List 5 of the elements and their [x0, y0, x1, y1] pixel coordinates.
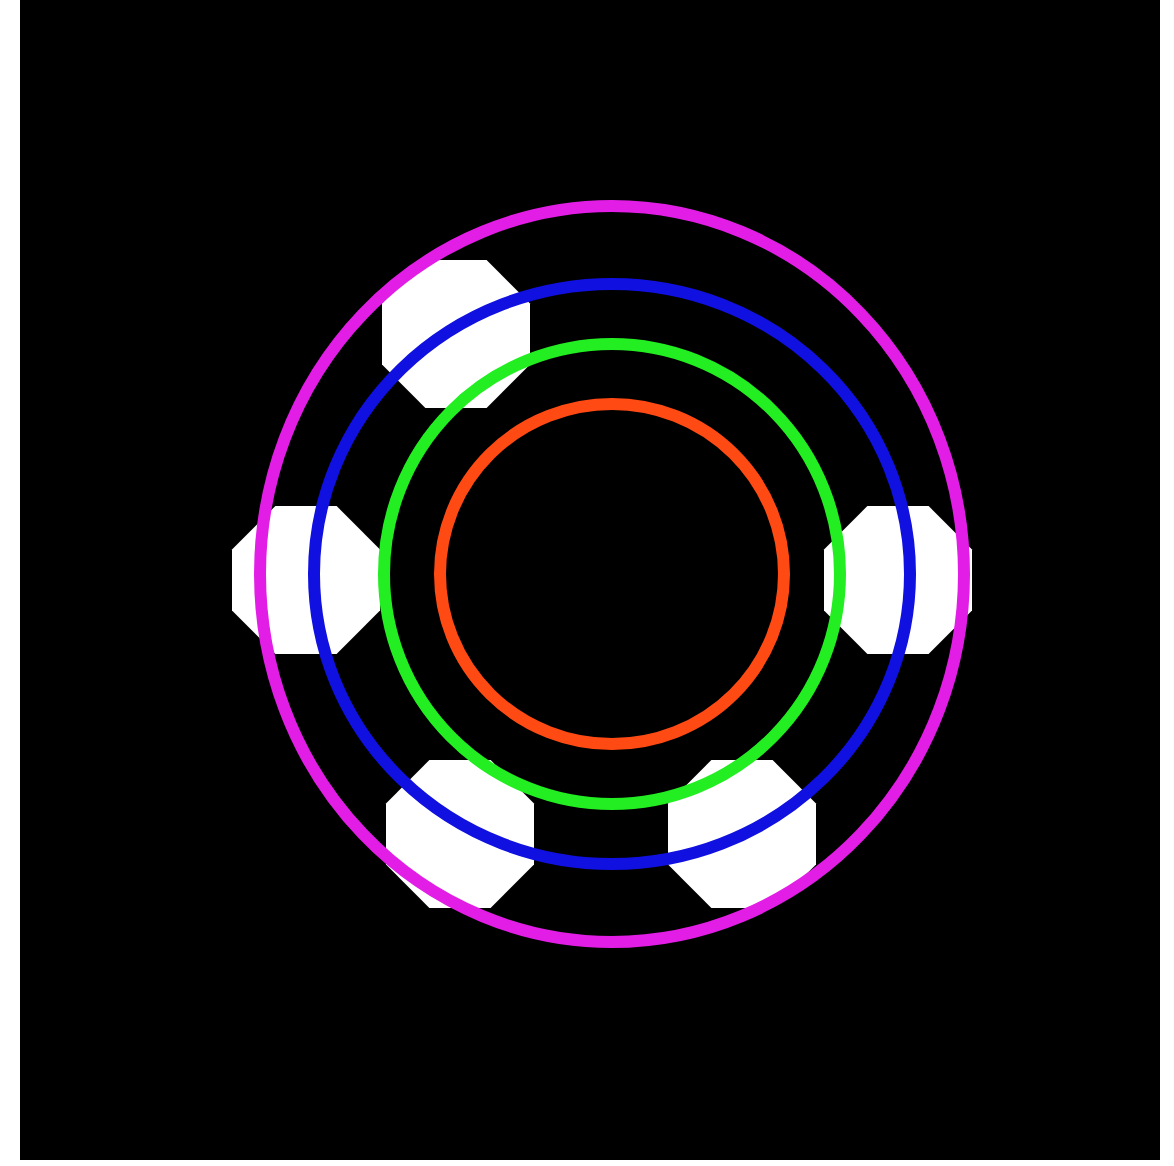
ring — [434, 398, 790, 750]
ring — [254, 200, 970, 948]
ring — [308, 278, 916, 870]
ring — [378, 338, 846, 810]
octagon-shape — [232, 506, 380, 654]
